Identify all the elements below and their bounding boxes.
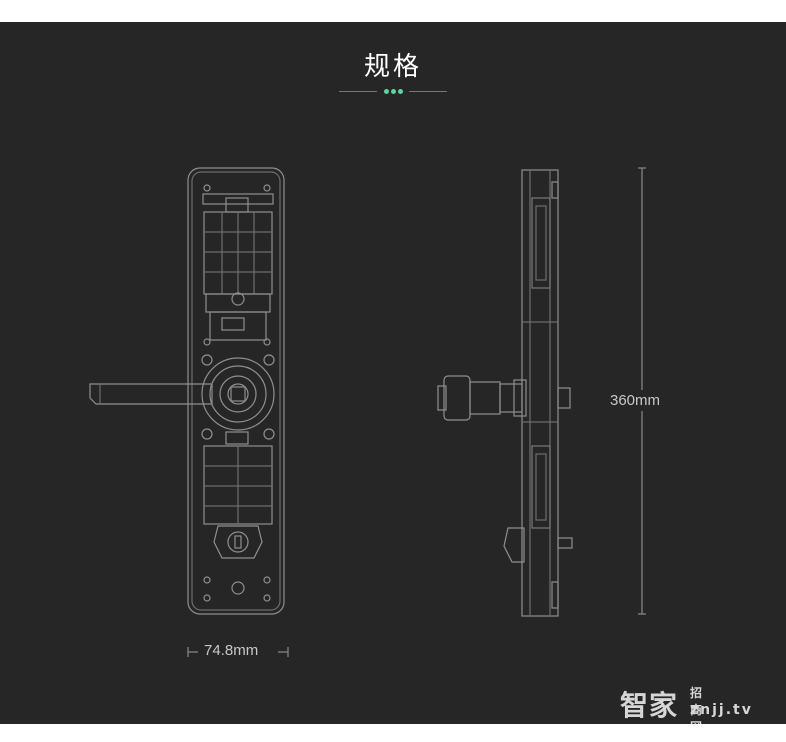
- width-dimension-label: 74.8mm: [204, 642, 259, 659]
- spec-panel: 规格: [0, 22, 786, 724]
- dimension-lines: [187, 167, 646, 657]
- front-view: [89, 167, 285, 615]
- title-divider: [339, 89, 447, 95]
- watermark-logo: 智家 招商网 znjj.tv: [620, 686, 753, 724]
- side-view: [437, 169, 573, 617]
- lock-drawing: [89, 167, 646, 657]
- page-title: 规格: [363, 52, 422, 82]
- height-dimension-label: 360mm: [610, 390, 661, 411]
